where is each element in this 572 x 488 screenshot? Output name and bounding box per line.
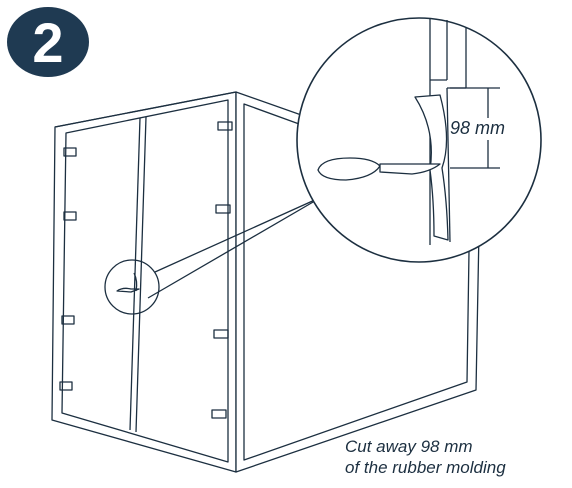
- caption-line-2: of the rubber molding: [345, 458, 506, 477]
- hinge-right-2: [215, 204, 231, 214]
- measurement-label: 98 mm: [450, 118, 506, 138]
- caption-line-1: Cut away 98 mm: [345, 437, 473, 456]
- hinge-right-3: [213, 329, 229, 339]
- knife-blade: [379, 163, 441, 175]
- door-split-line-right: [135, 116, 147, 433]
- hinge-left-2: [63, 211, 77, 221]
- instruction-caption: Cut away 98 mm of the rubber molding: [345, 436, 506, 478]
- hinge-left-1: [63, 147, 77, 157]
- detail-zoom-circle: [296, 17, 542, 263]
- strip-small: [133, 272, 138, 292]
- knife-small-icon: [116, 287, 140, 293]
- hinge-left-4: [59, 381, 73, 391]
- cabinet-front-outline: [51, 91, 237, 473]
- hinge-right-4: [211, 409, 227, 419]
- zoom-connector-bottom: [147, 197, 321, 299]
- hinge-left-3: [61, 315, 75, 325]
- zoom-connector-top: [154, 193, 329, 273]
- zoom-frame-line-4: [446, 87, 451, 243]
- hinge-right-1: [217, 121, 233, 131]
- step-number-badge: 2: [7, 7, 89, 77]
- cabinet-top-edge: [54, 91, 237, 128]
- cabinet-front-inner: [61, 99, 229, 463]
- detail-target-circle: [104, 259, 160, 315]
